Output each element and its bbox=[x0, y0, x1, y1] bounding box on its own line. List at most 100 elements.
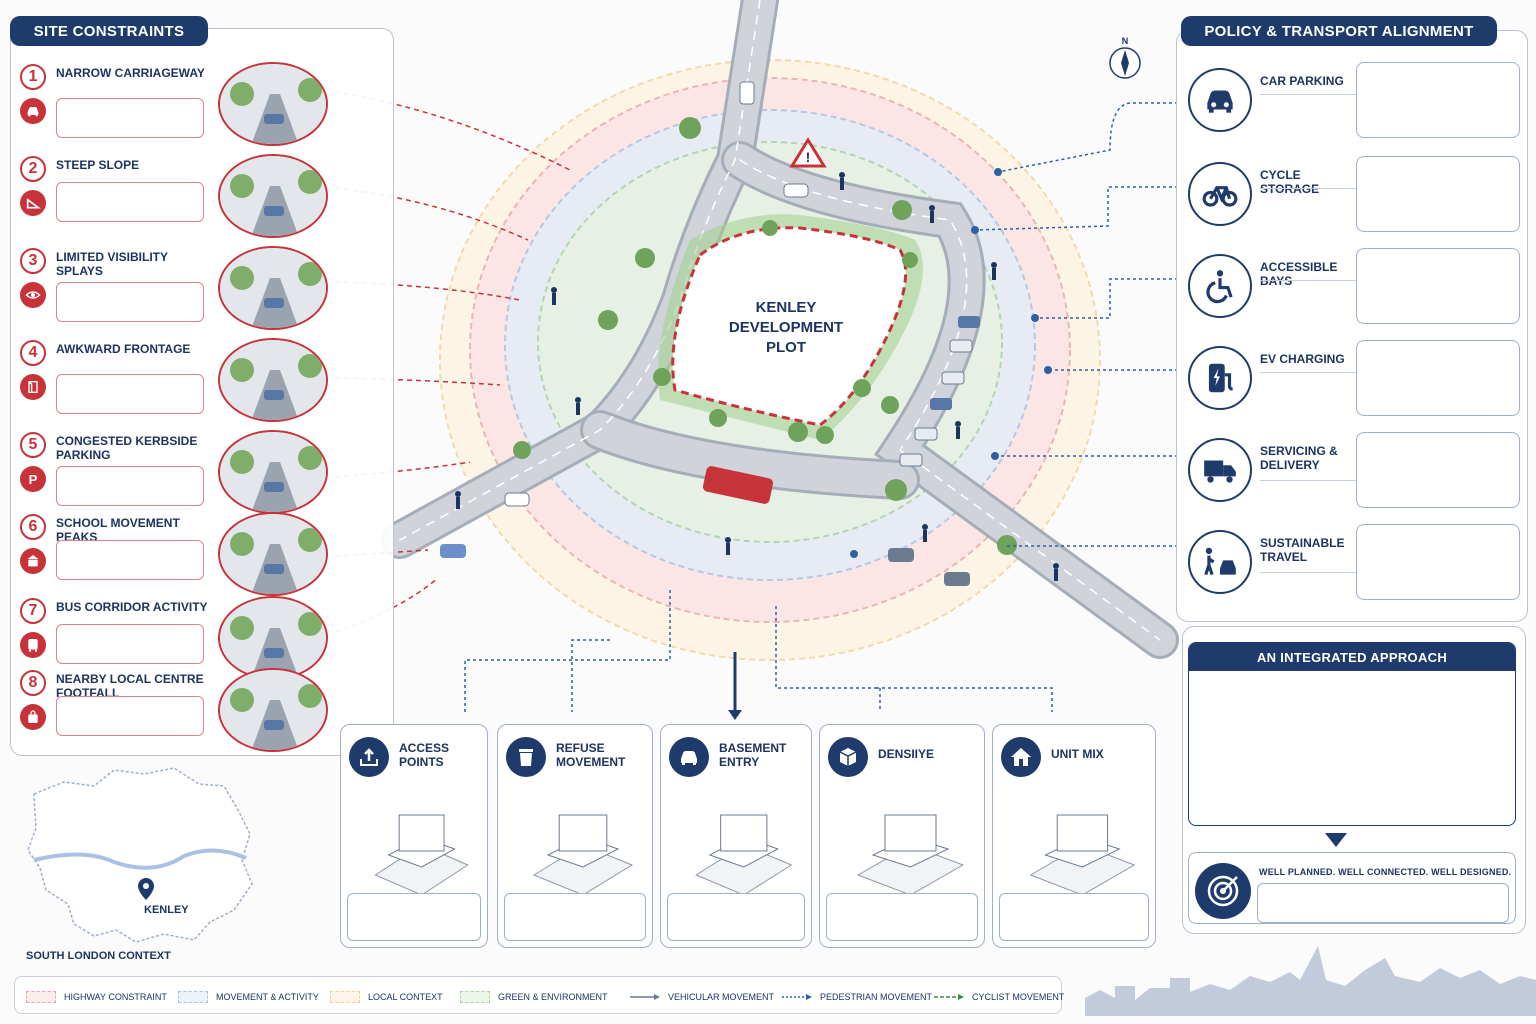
policy-item-accessible-bays: ACCESSIBLE BAYS bbox=[1188, 248, 1520, 328]
london-context-map bbox=[27, 767, 253, 943]
constraint-number: 4 bbox=[20, 340, 46, 366]
constraint-photo bbox=[218, 62, 328, 146]
design-card-notes-box[interactable] bbox=[347, 893, 481, 941]
policy-underline bbox=[1260, 572, 1356, 573]
constraint-number: 7 bbox=[20, 598, 46, 624]
design-card-notes-box[interactable] bbox=[667, 893, 805, 941]
integrated-header: AN INTEGRATED APPROACH bbox=[1189, 643, 1515, 671]
legend-swatch bbox=[178, 991, 208, 1003]
legend-label: HIGHWAY CONSTRAINT bbox=[64, 992, 167, 1002]
constraint-number: 3 bbox=[20, 248, 46, 274]
svg-text:!: ! bbox=[806, 149, 811, 165]
bicycle-icon bbox=[1188, 162, 1252, 226]
legend-item: CYCLIST MOVEMENT bbox=[934, 988, 1064, 1006]
constraint-number: 6 bbox=[20, 514, 46, 540]
policy-underline bbox=[1260, 480, 1356, 481]
parked-cars bbox=[440, 81, 980, 586]
policy-item-sustainable-travel: SUSTAINABLE TRAVEL bbox=[1188, 524, 1520, 604]
bus-icon bbox=[20, 632, 46, 658]
constraint-notes-box[interactable] bbox=[56, 282, 204, 322]
legend-swatch bbox=[26, 991, 56, 1003]
design-card-1: ACCESS POINTS bbox=[340, 724, 488, 948]
legend-item: MOVEMENT & ACTIVITY bbox=[178, 988, 319, 1006]
cube-icon bbox=[828, 737, 868, 777]
policy-notes-box[interactable] bbox=[1356, 524, 1520, 600]
design-card-label: BASEMENT ENTRY bbox=[719, 741, 787, 769]
design-card-2: REFUSE MOVEMENT bbox=[497, 724, 653, 948]
constraint-item-8: 8 NEARBY LOCAL CENTRE FOOTFALL bbox=[18, 668, 388, 752]
constraint-number: 1 bbox=[20, 64, 46, 90]
constraint-notes-box[interactable] bbox=[56, 374, 204, 414]
integrated-card: AN INTEGRATED APPROACH bbox=[1188, 642, 1516, 826]
legend-swatch bbox=[330, 991, 360, 1003]
constraint-item-7: 7 BUS CORRIDOR ACTIVITY bbox=[18, 596, 388, 680]
constraint-notes-box[interactable] bbox=[56, 624, 204, 664]
constraint-photo bbox=[218, 596, 328, 680]
context-caption: SOUTH LONDON CONTEXT bbox=[26, 950, 171, 962]
bin-icon bbox=[506, 737, 546, 777]
legend-item: VEHICULAR MOVEMENT bbox=[630, 988, 774, 1006]
slope-icon bbox=[20, 190, 46, 216]
legend-label: GREEN & ENVIRONMENT bbox=[498, 992, 608, 1002]
constraint-label: NARROW CARRIAGEWAY bbox=[56, 66, 205, 80]
house-icon bbox=[1001, 737, 1041, 777]
car-icon bbox=[1188, 68, 1252, 132]
design-card-illustration bbox=[1001, 785, 1149, 905]
policy-notes-box[interactable] bbox=[1356, 432, 1520, 508]
legend-line-swatch bbox=[934, 994, 964, 1000]
design-card-4: DENSIIYE bbox=[819, 724, 985, 948]
design-card-illustration bbox=[669, 785, 805, 905]
policy-connectors bbox=[974, 102, 1178, 547]
constraint-number: 8 bbox=[20, 670, 46, 696]
legend-item: LOCAL CONTEXT bbox=[330, 988, 443, 1006]
legend-swatch bbox=[460, 991, 490, 1003]
constraint-photo bbox=[218, 246, 328, 330]
policy-notes-box[interactable] bbox=[1356, 340, 1520, 416]
constraint-label: BUS CORRIDOR ACTIVITY bbox=[56, 600, 208, 614]
design-card-label: ACCESS POINTS bbox=[399, 741, 450, 769]
constraint-photo bbox=[218, 430, 328, 514]
legend-item: GREEN & ENVIRONMENT bbox=[460, 988, 608, 1006]
card-connectors bbox=[464, 590, 1053, 712]
car-icon bbox=[20, 98, 46, 124]
constraint-notes-box[interactable] bbox=[56, 466, 204, 506]
pedestrians bbox=[455, 172, 1059, 581]
policy-notes-box[interactable] bbox=[1356, 248, 1520, 324]
design-card-notes-box[interactable] bbox=[504, 893, 646, 941]
compass-north-label: N bbox=[1121, 36, 1129, 46]
policy-notes-box[interactable] bbox=[1356, 62, 1520, 138]
tagline-input-box[interactable] bbox=[1257, 883, 1509, 923]
legend-line-swatch bbox=[630, 994, 660, 1000]
shopping-bag-icon bbox=[20, 704, 46, 730]
constraint-item-6: 6 SCHOOL MOVEMENT PEAKS bbox=[18, 512, 388, 596]
constraint-notes-box[interactable] bbox=[56, 696, 204, 736]
policy-label: EV CHARGING bbox=[1260, 352, 1345, 366]
constraint-item-5: 5 P CONGESTED KERBSIDE PARKING bbox=[18, 430, 388, 514]
constraint-item-1: 1 NARROW CARRIAGEWAY bbox=[18, 62, 388, 146]
wheelchair-icon bbox=[1188, 254, 1252, 318]
site-constraints-header: SITE CONSTRAINTS bbox=[10, 16, 208, 46]
legend-label: PEDESTRIAN MOVEMENT bbox=[820, 992, 933, 1002]
bus bbox=[702, 466, 774, 504]
policy-label: CAR PARKING bbox=[1260, 74, 1344, 88]
constraint-notes-box[interactable] bbox=[56, 540, 204, 580]
design-card-illustration bbox=[506, 785, 646, 905]
design-card-illustration bbox=[828, 785, 978, 905]
design-card-notes-box[interactable] bbox=[999, 893, 1149, 941]
constraint-notes-box[interactable] bbox=[56, 182, 204, 222]
constraint-item-4: 4 AWKWARD FRONTAGE bbox=[18, 338, 388, 422]
constraint-photo bbox=[218, 668, 328, 752]
constraint-notes-box[interactable] bbox=[56, 98, 204, 138]
constraint-photo bbox=[218, 512, 328, 596]
policy-item-car-parking: CAR PARKING bbox=[1188, 62, 1520, 142]
compass-icon bbox=[1109, 47, 1141, 79]
design-card-label: REFUSE MOVEMENT bbox=[556, 741, 626, 769]
constraint-photo bbox=[218, 154, 328, 238]
policy-label: ACCESSIBLE BAYS bbox=[1260, 260, 1338, 288]
legend-label: CYCLIST MOVEMENT bbox=[972, 992, 1065, 1002]
policy-notes-box[interactable] bbox=[1356, 156, 1520, 232]
design-card-notes-box[interactable] bbox=[826, 893, 978, 941]
policy-underline bbox=[1260, 372, 1356, 373]
policy-item-cycle-storage: CYCLE STORAGE bbox=[1188, 156, 1520, 236]
design-card-3: BASEMENT ENTRY bbox=[660, 724, 812, 948]
